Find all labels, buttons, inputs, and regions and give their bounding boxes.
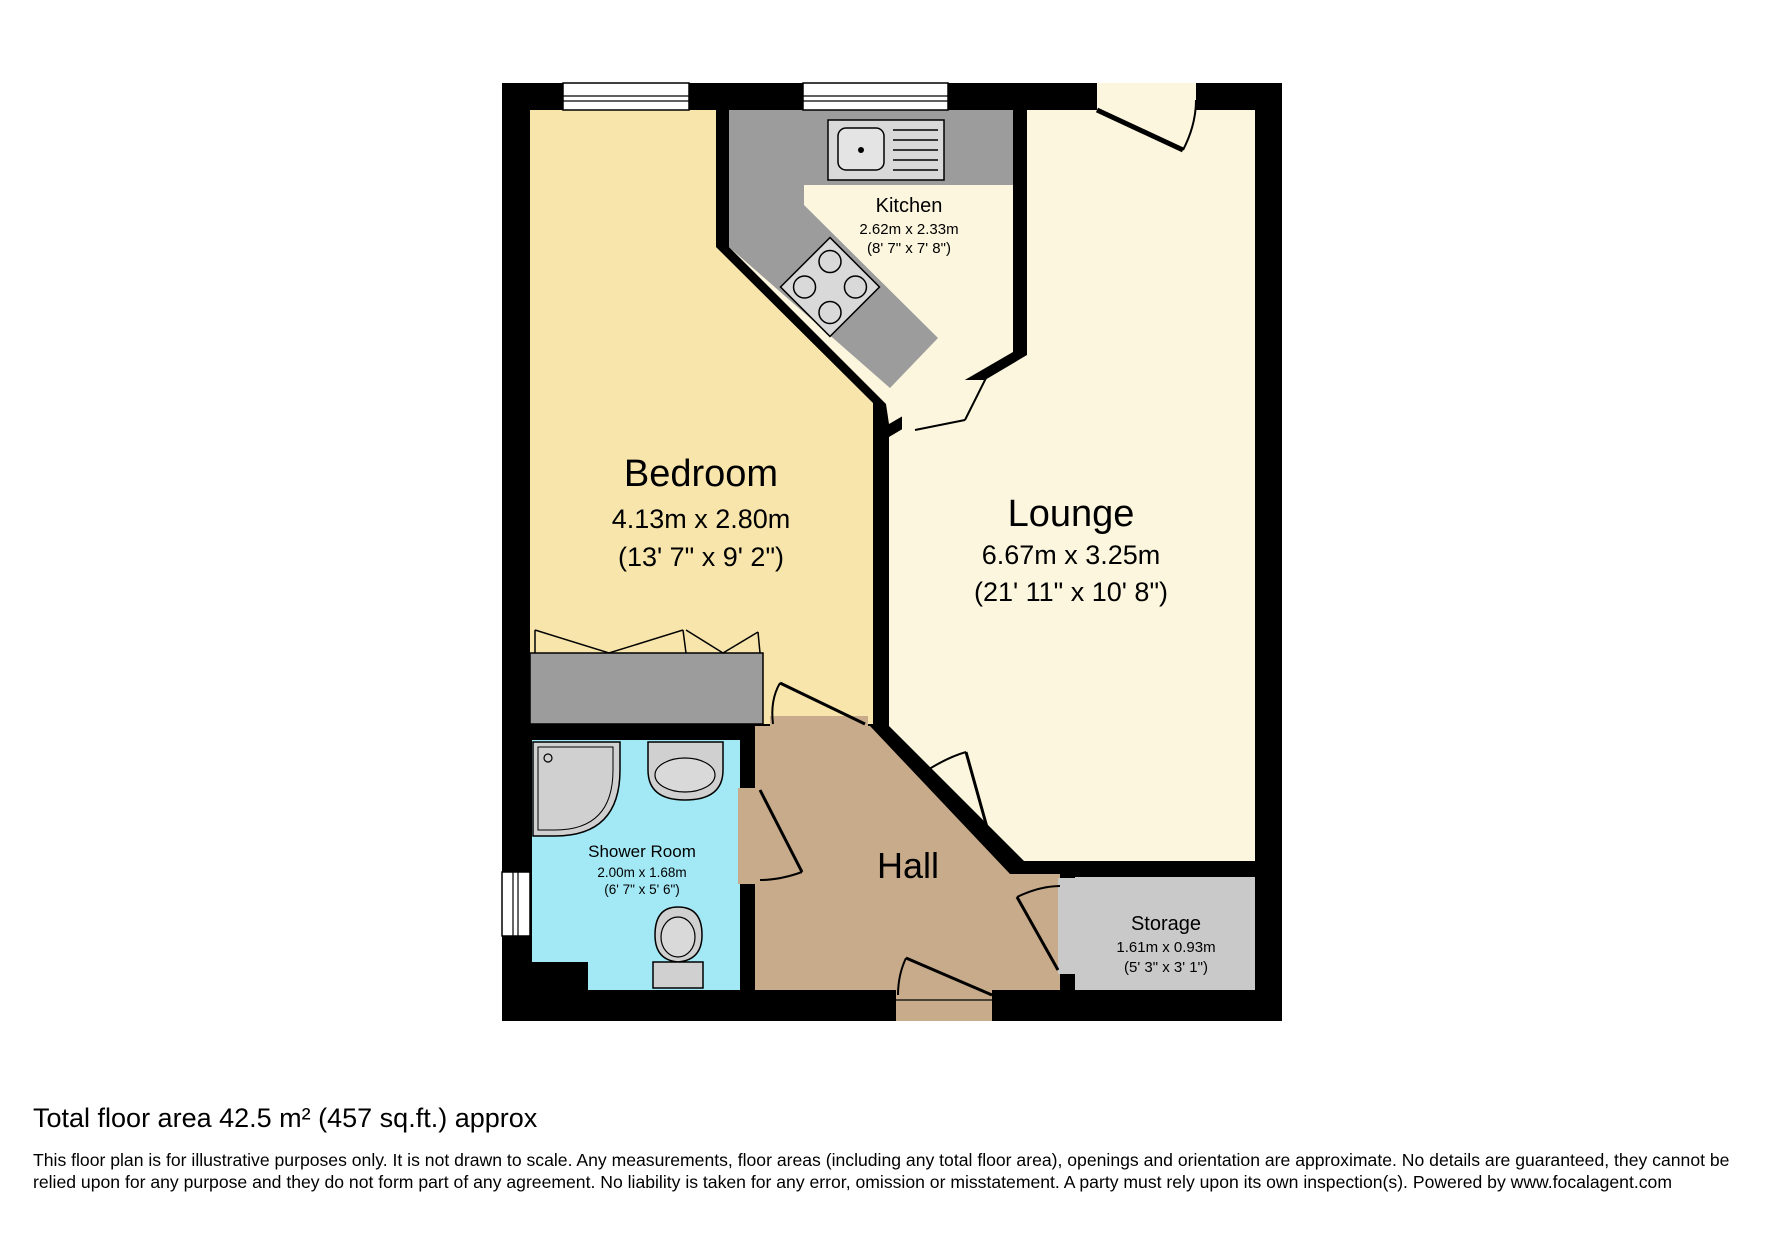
window-icon: [501, 871, 531, 937]
disclaimer-text: This floor plan is for illustrative purp…: [33, 1150, 1730, 1192]
room-name-hall: Hall: [877, 845, 939, 886]
total-floor-area: Total floor area 42.5 m² (457 sq.ft.) ap…: [33, 1103, 538, 1133]
window-icon: [562, 82, 690, 111]
door-icon: [919, 751, 992, 839]
shower-tray-icon: [532, 741, 621, 837]
wardrobe: [529, 652, 764, 725]
door-icon: [758, 789, 804, 881]
hall-floor: [755, 726, 1060, 990]
room-size-ft-shower-room: (6' 7" x 5' 6"): [604, 882, 680, 897]
wardrobe-doors-icon: [534, 629, 761, 654]
door-icon: [771, 681, 866, 726]
storage-floor: [1075, 877, 1255, 990]
toilet-icon: [652, 906, 704, 989]
basin-icon: [647, 741, 724, 801]
room-name-storage: Storage: [1131, 913, 1201, 935]
floor-plan: Bedroom 4.13m x 2.80m (13' 7" x 9' 2") K…: [501, 82, 1282, 1021]
room-size-ft-bedroom: (13' 7" x 9' 2"): [618, 542, 784, 572]
bedroom-floor: [530, 110, 873, 724]
door-icon: [914, 369, 991, 431]
sink-icon: [827, 119, 945, 181]
door-icon: [1095, 99, 1197, 153]
window-icon: [802, 82, 949, 111]
room-size-lounge: 6.67m x 3.25m: [982, 540, 1161, 570]
room-size-storage: 1.61m x 0.93m: [1116, 939, 1215, 956]
room-size-ft-lounge: (21' 11" x 10' 8"): [974, 577, 1168, 607]
room-size-ft-storage: (5' 3" x 3' 1"): [1124, 959, 1208, 976]
door-icon: [897, 956, 993, 997]
hob-icon: [779, 236, 881, 338]
door-icon: [1015, 885, 1061, 971]
lounge-floor: [889, 110, 1255, 861]
room-size-bedroom: 4.13m x 2.80m: [612, 504, 791, 534]
room-size-ft-kitchen: (8' 7" x 7' 8"): [867, 240, 951, 257]
room-name-lounge: Lounge: [1008, 493, 1135, 535]
room-size-kitchen: 2.62m x 2.33m: [859, 221, 958, 238]
room-size-shower-room: 2.00m x 1.68m: [597, 865, 686, 880]
room-name-bedroom: Bedroom: [624, 453, 778, 495]
room-name-kitchen: Kitchen: [876, 195, 943, 217]
room-name-shower-room: Shower Room: [588, 842, 696, 861]
